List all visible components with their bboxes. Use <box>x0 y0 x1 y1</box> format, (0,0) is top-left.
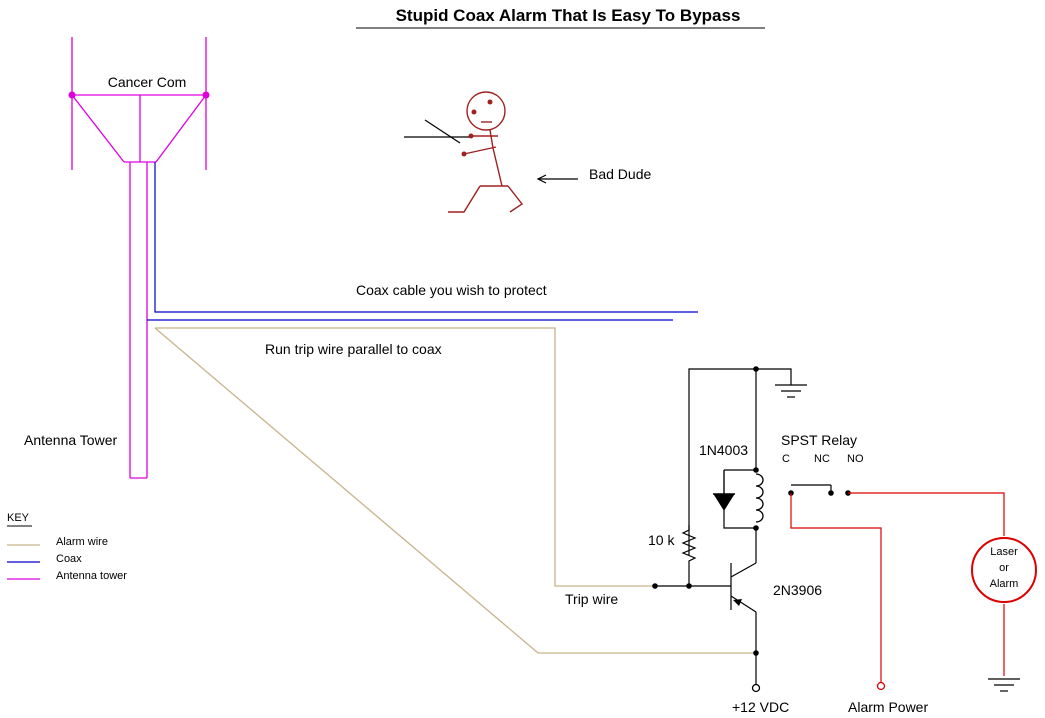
eye-left <box>471 109 477 115</box>
antenna-strut-right <box>155 94 207 163</box>
trip-wire-run <box>155 327 655 587</box>
trip-wire <box>154 327 756 654</box>
trip-wire-label: Trip wire <box>565 591 618 607</box>
coax-cable-label: Coax cable you wish to protect <box>356 282 547 298</box>
key-item-alarm-wire: Alarm wire <box>56 536 108 548</box>
bad-dude-figure <box>448 91 524 213</box>
cancer-com-label: Cancer Com <box>108 74 187 90</box>
ground-icon-relay <box>775 384 807 398</box>
relay-no-label: NO <box>847 453 864 465</box>
relay-nc-label: NC <box>814 453 830 465</box>
alarm-power-wire <box>790 493 882 682</box>
hand-lower <box>461 151 467 157</box>
hand-upper <box>468 133 474 139</box>
laser-alarm-device <box>971 537 1037 603</box>
coax-line-upper <box>154 162 698 313</box>
antenna-tower-label: Antenna Tower <box>24 432 117 448</box>
diagram-title: Stupid Coax Alarm That Is Easy To Bypass <box>396 6 741 25</box>
emitter <box>730 595 757 613</box>
wire-cutter-icon <box>404 119 469 144</box>
laser-label-line2: or <box>999 562 1009 574</box>
diode-symbol <box>713 470 735 511</box>
top-rail <box>688 368 792 555</box>
key-item-coax: Coax <box>56 553 82 565</box>
resistor-label: 10 k <box>648 532 675 548</box>
alarm-wiring <box>790 492 1005 682</box>
bad-dude-label: Bad Dude <box>589 166 651 182</box>
laser-feed-wire <box>848 492 1005 536</box>
supply-terminal <box>751 683 761 693</box>
run-trip-wire-label: Run trip wire parallel to coax <box>265 341 442 357</box>
arm-lower <box>463 146 497 155</box>
alarm-power-label: Alarm Power <box>848 699 928 715</box>
antenna-node-left <box>68 91 76 99</box>
emitter-arrow <box>733 599 742 606</box>
leg-left <box>448 185 481 213</box>
antenna-tower <box>71 37 207 479</box>
relay-label: SPST Relay <box>781 432 857 448</box>
relay-coil <box>755 473 764 523</box>
ground-icon-laser <box>988 678 1020 692</box>
alarm-power-terminal <box>876 681 886 691</box>
alarm-circuit <box>655 368 792 684</box>
key-item-antenna-tower: Antenna tower <box>56 570 127 582</box>
head <box>466 91 506 131</box>
trip-wire-return <box>154 327 756 654</box>
laser-label-line3: Alarm <box>990 578 1019 590</box>
junction-dots <box>652 366 759 656</box>
torso <box>492 147 503 187</box>
laser-label-line1: Laser <box>990 546 1018 558</box>
eye-right <box>487 99 493 105</box>
supply-label: +12 VDC <box>732 699 789 715</box>
collector <box>730 562 757 578</box>
leg-right <box>507 185 524 213</box>
relay-c-label: C <box>782 453 790 465</box>
relay-contact-dots <box>788 490 851 496</box>
transistor-label: 2N3906 <box>773 582 822 598</box>
coax-cable <box>147 162 698 321</box>
diode-label: 1N4003 <box>699 442 748 458</box>
arrow-left-icon <box>536 174 578 184</box>
resistor-symbol <box>681 525 697 565</box>
relay-contacts <box>791 484 832 493</box>
antenna-strut-left <box>71 94 125 163</box>
neck <box>489 129 494 149</box>
key-heading: KEY <box>7 512 30 524</box>
antenna-node-right <box>202 91 210 99</box>
